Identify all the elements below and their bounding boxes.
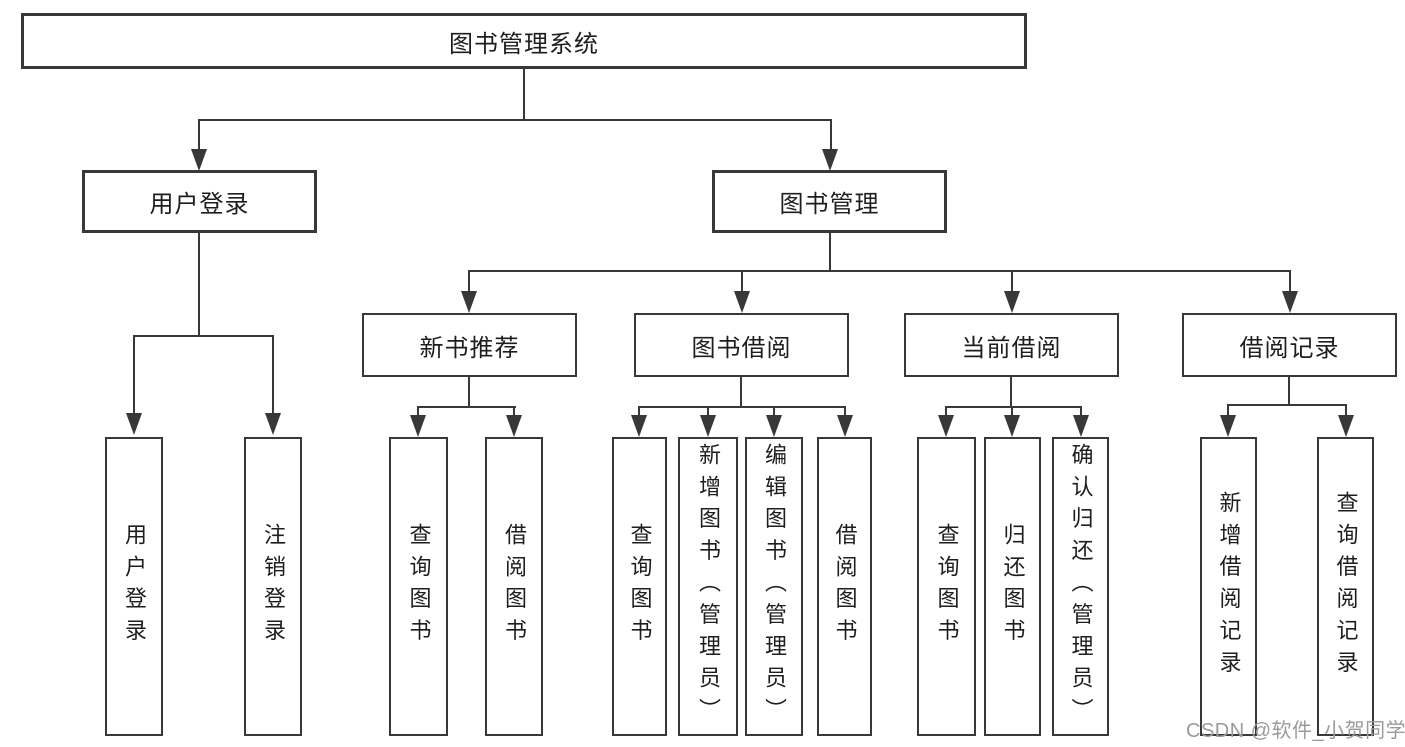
node-leaf-add-book-admin: 新增图书（管理员） [678,437,738,736]
node-leaf-query-books-current: 查询图书 [917,437,976,736]
node-leaf-edit-book-admin: 编辑图书（管理员） [745,437,803,736]
node-leaf-user-login: 用户登录 [105,437,163,736]
node-leaf-query-books-current-label: 查询图书 [934,522,960,651]
node-book-management: 图书管理 [712,170,947,233]
connector-line [1289,270,1291,293]
node-leaf-return-books-label: 归还图书 [1000,522,1026,651]
connector-arrowhead [265,413,281,435]
connector-line [513,406,515,417]
node-leaf-query-books-borrowing-label: 查询图书 [627,522,653,651]
connector-line [1227,404,1347,406]
connector-line [1010,377,1012,408]
connector-arrowhead [1220,415,1236,437]
node-user-login-label: 用户登录 [149,191,250,218]
node-leaf-query-books-recommend: 查询图书 [389,437,448,736]
connector-line [829,233,831,272]
connector-line [1227,404,1229,417]
connector-line [198,119,832,121]
connector-arrowhead [126,413,142,435]
connector-arrowhead [1004,291,1020,313]
connector-line [468,270,1291,272]
connector-line [830,119,832,151]
node-leaf-confirm-return-admin: 确认归还（管理员） [1052,437,1109,736]
node-book-borrowing: 图书借阅 [634,313,849,377]
csdn-watermark: CSDN @软件_小贺同学 [1186,720,1405,742]
connector-line [945,406,947,417]
node-leaf-query-borrow-record-label: 查询借阅记录 [1333,490,1359,683]
connector-line [945,406,1082,408]
connector-arrowhead [1338,415,1354,437]
connector-arrowhead [822,149,838,171]
node-book-borrowing-label: 图书借阅 [691,334,792,362]
connector-line [133,335,135,415]
connector-line [198,119,200,151]
node-borrowing-records-label: 借阅记录 [1239,334,1340,362]
connector-line [1011,270,1013,293]
node-borrowing-records: 借阅记录 [1182,313,1397,377]
node-leaf-borrow-books-borrowing: 借阅图书 [817,437,872,736]
node-new-book-recommendation-label: 新书推荐 [419,334,520,362]
node-leaf-query-books-recommend-label: 查询图书 [406,522,432,651]
connector-line [468,270,470,293]
connector-line [1080,406,1082,417]
connector-arrowhead [1073,415,1089,437]
node-root: 图书管理系统 [21,13,1027,69]
node-leaf-borrow-books-recommend-label: 借阅图书 [502,522,527,651]
connector-arrowhead [734,291,750,313]
node-book-management-label: 图书管理 [779,191,880,218]
node-leaf-logout: 注销登录 [244,437,302,736]
connector-line [773,406,775,417]
connector-line [468,377,470,408]
connector-line [638,406,846,408]
connector-line [417,406,419,417]
node-current-borrowing: 当前借阅 [904,313,1119,377]
node-leaf-add-book-admin-label: 新增图书（管理员） [696,442,721,731]
node-user-login: 用户登录 [82,170,317,233]
node-leaf-query-borrow-record: 查询借阅记录 [1317,437,1374,736]
node-leaf-return-books: 归还图书 [984,437,1041,736]
connector-arrowhead [1004,415,1020,437]
connector-line [523,68,525,120]
connector-arrowhead [191,149,207,171]
connector-arrowhead [506,415,522,437]
node-leaf-logout-label: 注销登录 [261,522,286,651]
node-leaf-borrow-books-recommend: 借阅图书 [485,437,543,736]
node-leaf-add-borrow-record: 新增借阅记录 [1200,437,1257,736]
node-leaf-borrow-books-borrowing-label: 借阅图书 [832,522,858,651]
connector-line [272,335,274,415]
connector-line [844,406,846,417]
connector-line [740,377,742,408]
node-leaf-edit-book-admin-label: 编辑图书（管理员） [762,442,787,731]
connector-line [1011,406,1013,417]
connector-arrowhead [700,415,716,437]
node-leaf-query-books-borrowing: 查询图书 [612,437,667,736]
node-leaf-user-login-label: 用户登录 [122,522,147,651]
node-leaf-add-borrow-record-label: 新增借阅记录 [1216,490,1242,683]
node-leaf-confirm-return-admin-label: 确认归还（管理员） [1068,442,1094,731]
node-new-book-recommendation: 新书推荐 [362,313,577,377]
connector-line [638,406,640,417]
connector-arrowhead [837,415,853,437]
node-root-label: 图书管理系统 [449,30,599,58]
connector-arrowhead [766,415,782,437]
connector-arrowhead [1282,291,1298,313]
connector-arrowhead [461,291,477,313]
connector-line [198,233,200,337]
connector-line [1345,404,1347,417]
connector-line [133,335,274,337]
connector-line [417,406,516,408]
connector-arrowhead [410,415,426,437]
node-current-borrowing-label: 当前借阅 [961,334,1062,362]
connector-line [707,406,709,417]
connector-arrowhead [938,415,954,437]
connector-line [741,270,743,293]
connector-line [1288,377,1290,406]
connector-arrowhead [631,415,647,437]
